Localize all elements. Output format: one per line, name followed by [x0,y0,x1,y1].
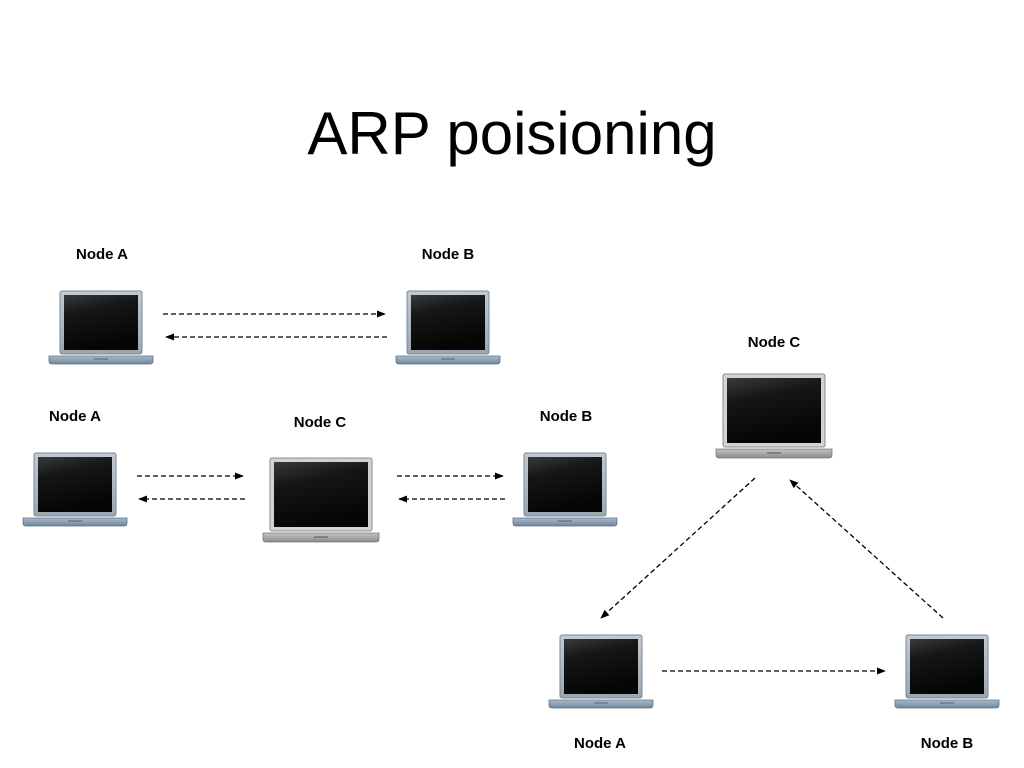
mitm-node-a-laptop-icon [22,452,128,527]
mitm-node-c-label: Node C [293,414,347,431]
normal-node-a-label: Node A [76,246,128,263]
mitm-node-c-laptop-icon [262,457,380,543]
triangle-node-b-laptop-icon [894,634,1000,709]
slide-title: ARP poisioning [307,100,717,167]
normal-node-b-label: Node B [421,246,475,263]
arrow-triangle-c-to-a [600,477,756,619]
triangle-node-a-laptop-icon [548,634,654,709]
triangle-node-b-label: Node B [920,735,974,752]
mitm-node-a-label: Node A [49,408,101,425]
mitm-node-b-label: Node B [539,408,593,425]
triangle-node-a-label: Node A [574,735,626,752]
normal-node-a-laptop-icon [48,290,154,365]
triangle-node-c-laptop-icon [715,373,833,459]
normal-node-b-laptop-icon [395,290,501,365]
arrow-triangle-b-to-c [789,479,944,619]
triangle-node-c-label: Node C [747,334,801,351]
mitm-node-b-laptop-icon [512,452,618,527]
